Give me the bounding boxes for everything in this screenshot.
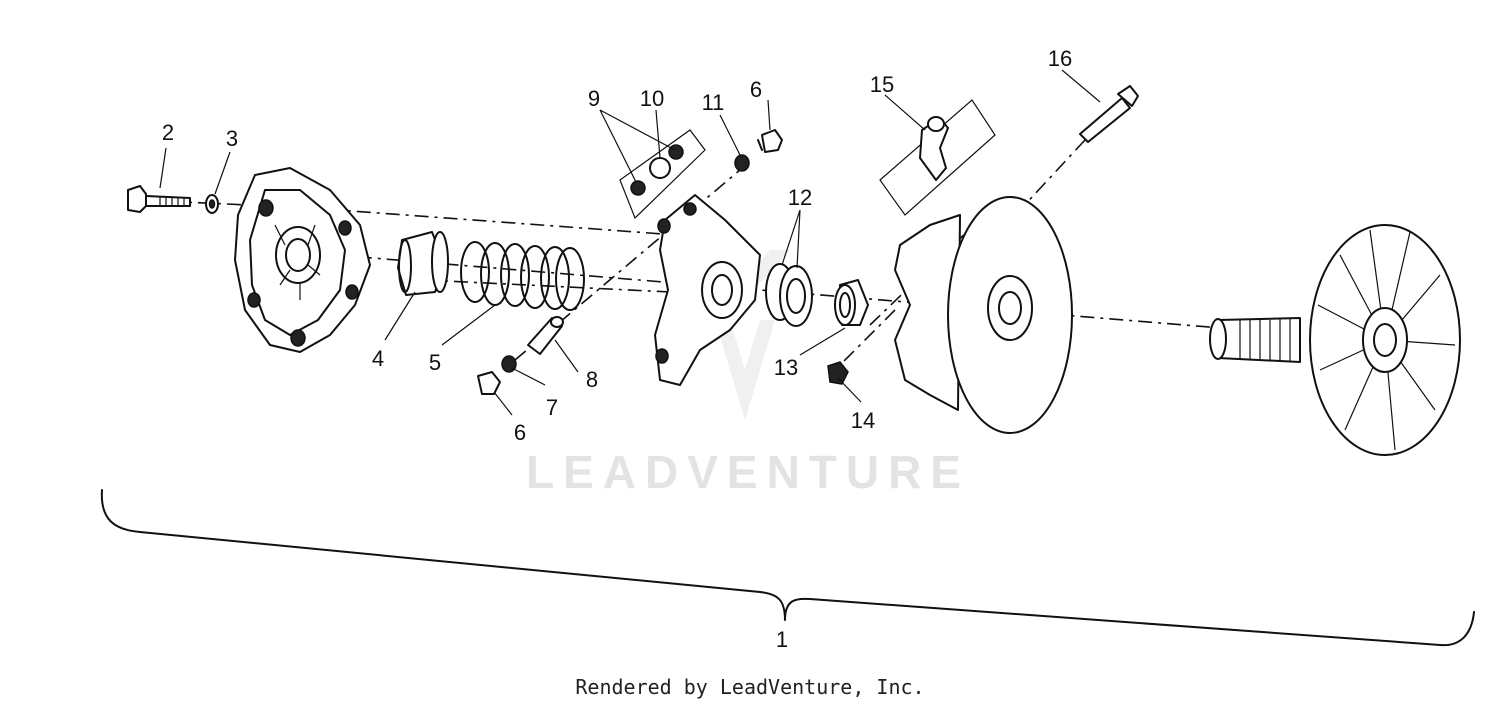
callout-6-upper: 6 <box>750 77 762 102</box>
callout-11: 11 <box>702 90 725 115</box>
cap-lower <box>477 355 517 395</box>
bushing-ring <box>397 231 449 296</box>
watermark: LEADVENTURE <box>526 250 970 498</box>
spider <box>654 194 761 386</box>
callout-4: 4 <box>372 346 384 371</box>
callout-3: 3 <box>226 126 238 151</box>
flyweight-group <box>879 99 996 216</box>
callout-2: 2 <box>162 120 174 145</box>
callout-7: 7 <box>546 395 558 420</box>
cover-plate <box>234 167 371 353</box>
callouts: 2 3 4 5 9 10 11 6 12 13 14 15 16 7 8 6 1 <box>162 46 1072 652</box>
spring <box>460 241 585 311</box>
bolt <box>127 185 191 213</box>
nut <box>734 154 750 172</box>
callout-8: 8 <box>586 367 598 392</box>
callout-13: 13 <box>774 355 798 380</box>
callout-6-lower: 6 <box>514 420 526 445</box>
leader-lines <box>159 69 1101 416</box>
callout-12: 12 <box>788 185 812 210</box>
footer-credit: Rendered by LeadVenture, Inc. <box>575 675 924 699</box>
callout-15: 15 <box>870 72 894 97</box>
callout-16: 16 <box>1048 46 1072 71</box>
assembly-brace <box>100 489 1475 647</box>
cap-upper <box>757 129 783 153</box>
fixed-sheave-fan <box>1209 224 1461 456</box>
callout-1: 1 <box>776 627 788 652</box>
pin <box>527 316 564 355</box>
callout-9: 9 <box>588 86 600 111</box>
washer <box>205 194 219 214</box>
movable-sheave <box>894 196 1073 434</box>
long-bolt <box>1079 85 1139 143</box>
shim-washers <box>765 263 813 327</box>
callout-14: 14 <box>851 408 875 433</box>
callout-5: 5 <box>429 350 441 375</box>
bushing <box>834 279 869 326</box>
watermark-text: LEADVENTURE <box>526 446 970 498</box>
callout-10: 10 <box>640 86 664 111</box>
nut-lower <box>827 361 849 385</box>
